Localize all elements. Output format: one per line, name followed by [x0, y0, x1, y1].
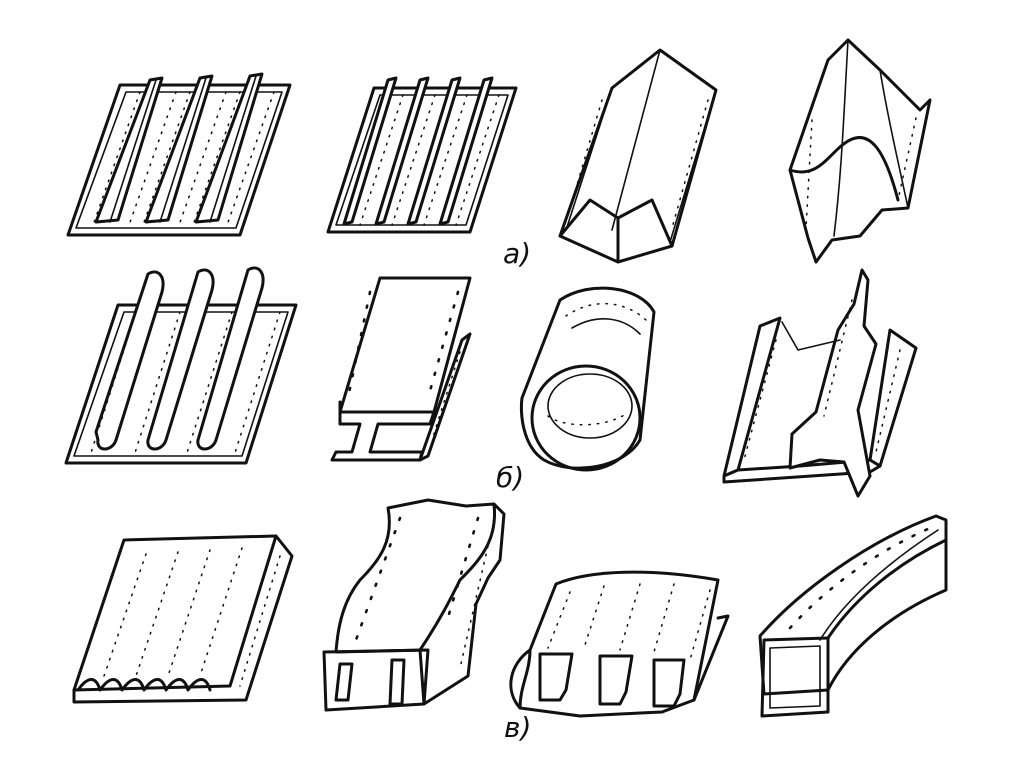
row-label-b: б) — [496, 461, 525, 494]
panel-hat-stiffeners — [66, 72, 292, 237]
channel-with-blade-section — [722, 268, 918, 498]
row-label-c: в) — [504, 711, 532, 744]
i-beam-section — [330, 276, 472, 462]
v-profile-section — [558, 48, 718, 264]
panel-corrugated-stiffeners — [64, 266, 298, 465]
curved-channel-section — [788, 38, 932, 264]
row-label-a: а) — [503, 237, 532, 270]
panel-blade-stiffeners — [326, 76, 518, 234]
curved-skin-with-stiffeners — [509, 570, 730, 718]
s-curved-box-beam — [322, 498, 506, 712]
cylinder-frame-section — [519, 286, 656, 472]
curved-box-frame — [758, 514, 948, 718]
sandwich-panel-corrugated-core — [72, 534, 294, 704]
